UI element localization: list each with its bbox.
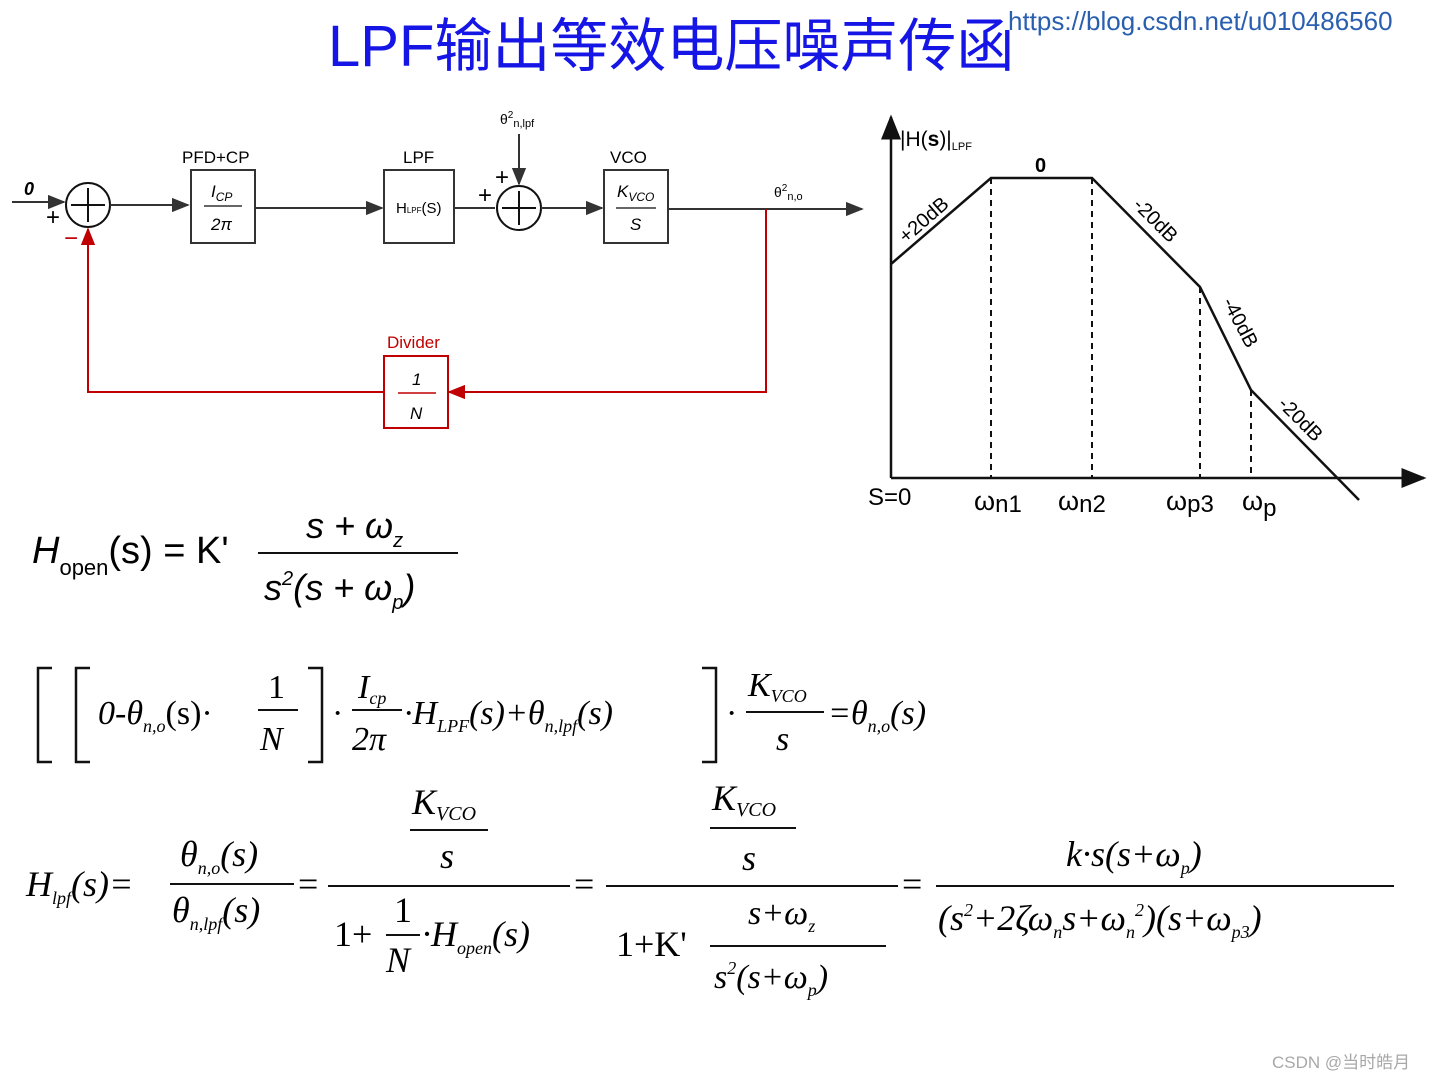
h-lpf-f2-bot-num: 1 [394, 890, 412, 930]
vco-denominator: S [630, 215, 642, 234]
feedback-wire-left [80, 227, 384, 393]
loop-term-2: ·HLPF(s)+θn,lpf(s) [404, 695, 613, 736]
pfd-title: PFD+CP [182, 148, 250, 167]
sum2-plus-left: + [478, 182, 492, 209]
sum2-plus-top: + [495, 164, 509, 191]
h-lpf-f1-den: θn,lpf(s) [172, 890, 260, 934]
vco-numerator: KVCO [617, 182, 654, 204]
noise-input-label: θ2n,lpf [500, 110, 535, 130]
h-open-denominator: s2(s + ωp) [264, 567, 415, 614]
loop-dot-1: · [332, 695, 343, 732]
divider-title: Divider [387, 333, 440, 352]
h-open-numerator: s + ωz [306, 505, 403, 552]
h-lpf-f2-top-num: KVCO [411, 782, 476, 825]
h-lpf-f3-top-num: KVCO [711, 778, 776, 821]
loop-term-1: 0-θn,o(s)· [98, 695, 213, 736]
h-open-lhs: Hopen(s) = K' [32, 530, 229, 580]
outer-bracket-left [36, 666, 52, 764]
h-lpf-f4-num: k·s(s+ωp) [1066, 834, 1202, 878]
slope-label-1: +20dB [895, 193, 954, 248]
pfd-denominator: 2π [210, 215, 232, 234]
source-url[interactable]: https://blog.csdn.net/u010486560 [1008, 6, 1393, 36]
x-label-s0: S=0 [868, 484, 911, 511]
feedback-wire-right [447, 209, 767, 400]
slope-label-2: -20dB [1128, 194, 1181, 247]
x-label-wn2: ωn2 [1058, 486, 1106, 518]
h-lpf-eq-3: = [902, 864, 922, 904]
sum1-plus-label: + [46, 204, 60, 231]
loop-frac1-num: 1 [268, 669, 285, 706]
loop-frac3-num: KVCO [747, 667, 807, 706]
divider-block [383, 355, 449, 429]
sum1-minus-label: − [64, 225, 78, 252]
x-label-wn1: ωn1 [974, 486, 1022, 518]
loop-dot-2: · [726, 695, 737, 732]
block-diagram: 0 + − PFD+CP ICP 2π LPF HLPF(S) θ2n,lpf … [12, 110, 864, 429]
x-label-wp: ωp [1242, 486, 1276, 522]
h-lpf-eq-1: = [298, 864, 318, 904]
page-title: LPF输出等效电压噪声传函 [328, 14, 1015, 79]
loop-frac2-den: 2π [352, 721, 387, 758]
sum-junction-2 [496, 185, 542, 231]
vco-title: VCO [610, 148, 647, 167]
loop-frac2-num: Icp [357, 669, 386, 708]
divider-numerator: 1 [412, 370, 421, 389]
h-lpf-f2-bot-den: N [385, 940, 412, 980]
h-lpf-f2-top-den: s [440, 836, 454, 876]
flat-band-label: 0 [1035, 155, 1046, 177]
watermark: CSDN @当时皓月 [1272, 1053, 1411, 1072]
h-lpf-f2-bot-b: ·Hopen(s) [422, 914, 530, 958]
loop-rhs: =θn,o(s) [828, 695, 926, 736]
h-lpf-f4-den: (s2+2ζωns+ωn2)(s+ωp3) [938, 898, 1262, 942]
vco-block [603, 169, 669, 244]
inner-bracket-right [308, 666, 324, 764]
sum-junction-1 [65, 182, 111, 228]
loop-frac1-den: N [259, 721, 285, 758]
pfd-numerator: ICP [211, 182, 232, 204]
h-lpf-f1-num: θn,o(s) [180, 834, 258, 878]
noise-output-label: θ2n,o [774, 183, 803, 203]
lpf-block [383, 169, 455, 244]
h-lpf-f3-bot-a: 1+K' [616, 924, 687, 964]
h-lpf-f2-bot-a: 1+ [334, 914, 372, 954]
outer-bracket-right [702, 666, 718, 764]
equation-h-open: Hopen(s) = K' s + ωz s2(s + ωp) [32, 505, 458, 614]
equation-h-lpf: Hlpf(s)= θn,o(s) θn,lpf(s) = KVCO s 1+ 1… [25, 778, 1394, 1000]
h-lpf-f3-bot-num: s+ωz [748, 895, 815, 936]
magnitude-curve [890, 176, 1360, 501]
lpf-transfer-label: HLPF(S) [396, 200, 442, 217]
h-lpf-eq-2: = [574, 864, 594, 904]
x-label-wp3: ωp3 [1166, 486, 1214, 518]
input-label: 0 [24, 179, 34, 199]
bode-plot: |H(s)|LPF 0 +20dB -20dB -40dB -20dB S=0 … [868, 114, 1427, 522]
h-lpf-lhs: Hlpf(s)= [25, 864, 133, 908]
y-axis-label: |H(s)|LPF [900, 128, 972, 153]
loop-frac3-den: s [776, 721, 789, 758]
inner-bracket-left [74, 666, 90, 764]
lpf-title: LPF [403, 148, 434, 167]
equation-loop: 0-θn,o(s)· 1 N · Icp 2π ·HLPF(s)+θn,lpf(… [36, 666, 926, 764]
h-lpf-f3-top-den: s [742, 838, 756, 878]
slope-label-3: -40dB [1218, 294, 1262, 351]
h-lpf-f3-bot-den: s2(s+ωp) [714, 958, 828, 1000]
divider-denominator: N [410, 404, 423, 423]
